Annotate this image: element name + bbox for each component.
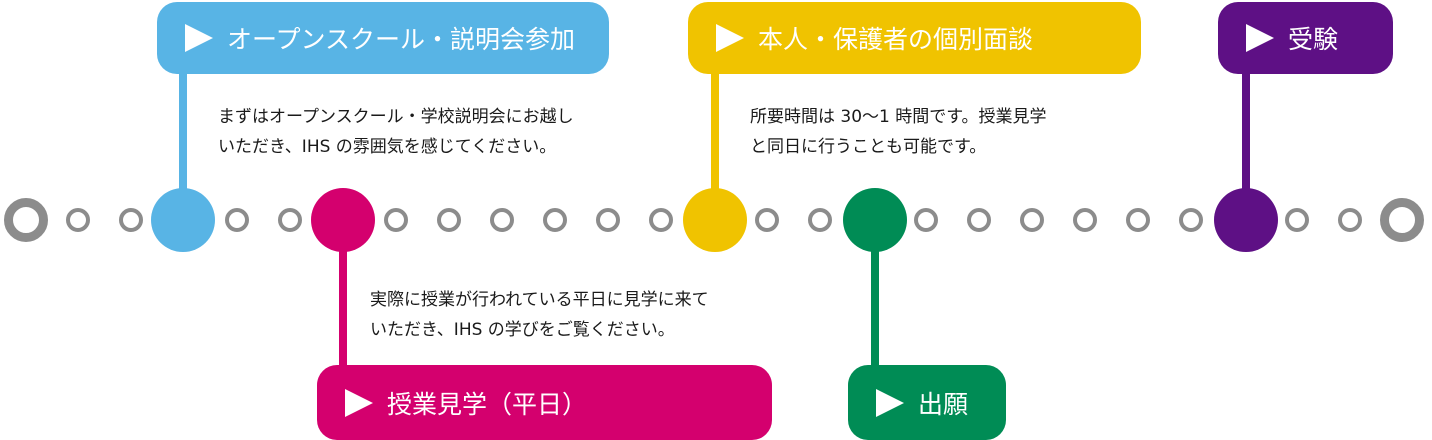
open-school-label: オープンスクール・説明会参加 xyxy=(227,25,576,54)
timeline-ring xyxy=(66,208,90,232)
class-visit-label-box: 授業見学（平日） xyxy=(317,365,772,440)
interview-label-box: 本人・保護者の個別面談 xyxy=(688,2,1141,74)
timeline-ring xyxy=(119,208,143,232)
application-label: 出願 xyxy=(918,389,969,419)
timeline-ring xyxy=(543,208,567,232)
timeline-start-ring xyxy=(4,198,48,242)
exam-dot xyxy=(1214,188,1278,252)
timeline-ring xyxy=(1338,208,1362,232)
timeline-ring xyxy=(437,208,461,232)
timeline-ring xyxy=(755,208,779,232)
timeline-ring xyxy=(1179,208,1203,232)
exam-label-box: 受験 xyxy=(1218,2,1393,74)
interview-dot xyxy=(683,188,747,252)
timeline-ring xyxy=(384,208,408,232)
exam-connector xyxy=(1242,70,1250,200)
timeline-ring xyxy=(596,208,620,232)
play-triangle-icon xyxy=(876,388,904,417)
open-school-connector xyxy=(179,70,187,200)
application-label-box: 出願 xyxy=(848,365,1006,440)
exam-label: 受験 xyxy=(1288,25,1339,54)
timeline-ring xyxy=(967,208,991,232)
play-triangle-icon xyxy=(185,24,213,52)
open-school-description: まずはオープンスクール・学校説明会にお越し いただき、IHS の雰囲気を感じてく… xyxy=(218,107,574,157)
class-visit-description: 実際に授業が行われている平日に見学に来て いただき、IHS の学びをご覧ください… xyxy=(370,290,709,340)
timeline-ring xyxy=(278,208,302,232)
class-visit-label: 授業見学（平日） xyxy=(387,389,588,419)
play-triangle-icon xyxy=(345,388,373,417)
open-school-label-box: オープンスクール・説明会参加 xyxy=(157,2,609,74)
interview-connector xyxy=(711,70,719,200)
timeline-ring xyxy=(649,208,673,232)
timeline-ring xyxy=(808,208,832,232)
open-school-dot xyxy=(151,188,215,252)
timeline-ring xyxy=(1073,208,1097,232)
play-triangle-icon xyxy=(716,24,744,52)
class-visit-connector xyxy=(339,240,347,370)
timeline-ring xyxy=(1126,208,1150,232)
timeline-ring xyxy=(225,208,249,232)
application-connector xyxy=(871,240,879,370)
timeline-ring xyxy=(490,208,514,232)
timeline-end-ring xyxy=(1380,198,1424,242)
timeline-ring xyxy=(1285,208,1309,232)
timeline-ring xyxy=(1020,208,1044,232)
play-triangle-icon xyxy=(1246,24,1274,52)
interview-description: 所要時間は 30〜1 時間です。授業見学 と同日に行うことも可能です。 xyxy=(750,107,1047,157)
timeline-ring xyxy=(914,208,938,232)
interview-label: 本人・保護者の個別面談 xyxy=(758,25,1034,54)
